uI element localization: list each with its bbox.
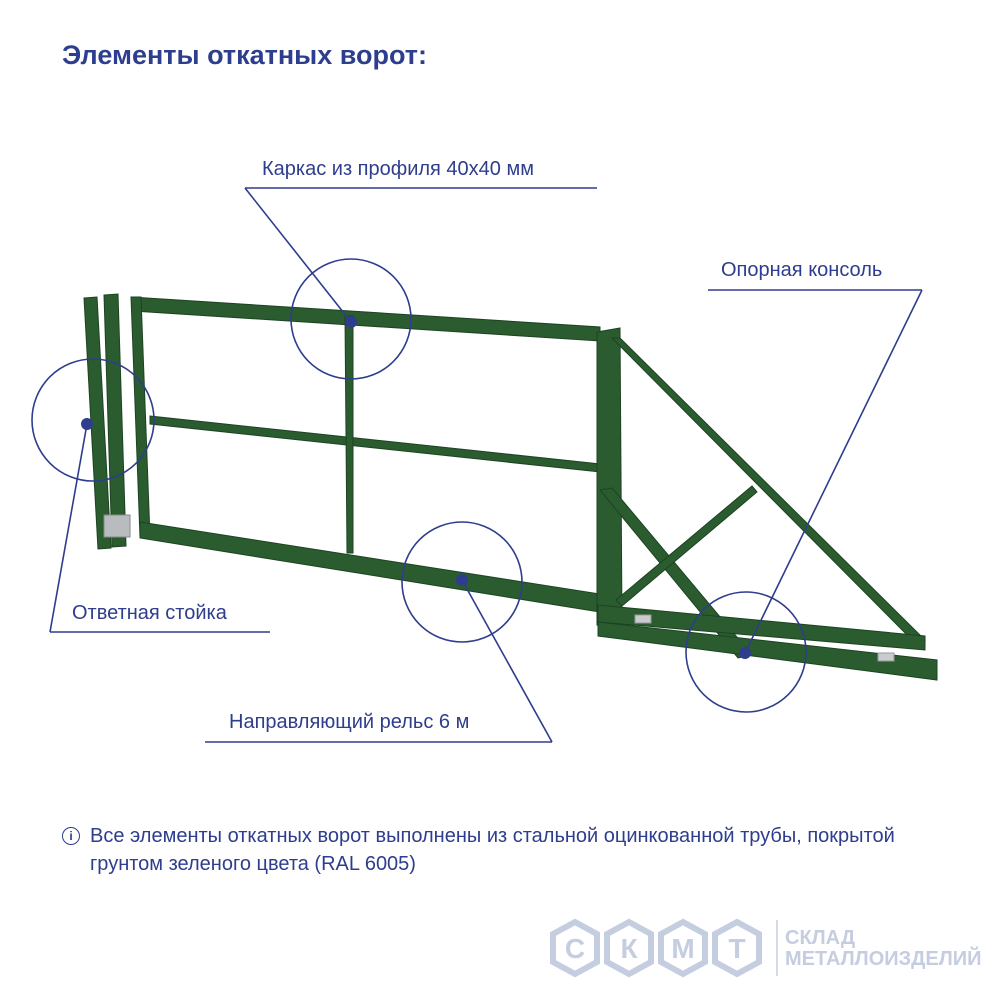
- console-beam: [597, 604, 926, 651]
- console-cross-brace: [615, 485, 758, 607]
- svg-text:С: С: [565, 933, 585, 964]
- logo-line2: МЕТАЛЛОИЗДЕЛИЙ: [785, 948, 982, 970]
- label-counter-post: Ответная стойка: [72, 602, 227, 624]
- svg-text:М: М: [671, 933, 694, 964]
- label-console: Опорная консоль: [721, 259, 883, 281]
- leader-line-rail: [461, 579, 553, 743]
- info-text: Все элементы откатных ворот выполнены из…: [90, 825, 895, 875]
- page-title: Элементы откатных ворот:: [62, 40, 428, 70]
- frame-left-bar: [130, 296, 151, 538]
- counter-post-bar: [83, 296, 112, 550]
- frame-middle-bar: [149, 415, 601, 473]
- callout-circle-post: [31, 358, 155, 482]
- leader-line-frame: [244, 187, 352, 323]
- guide-rail: [597, 621, 938, 681]
- info-note: i Все элементы откатных ворот выполнены …: [62, 822, 950, 878]
- callout-dot-frame: [345, 316, 357, 328]
- frame-top-bar: [130, 296, 601, 342]
- frame-vertical-bar: [344, 315, 354, 554]
- label-frame: Каркас из профиля 40х40 мм: [262, 158, 534, 180]
- label-rail: Направляющий рельс 6 м: [229, 711, 470, 733]
- callout-dot-post: [81, 418, 93, 430]
- callout-dot-console: [739, 647, 751, 659]
- console-diagonal: [610, 337, 926, 644]
- svg-text:К: К: [620, 933, 638, 964]
- callouts: [31, 187, 923, 743]
- callout-circle-rail: [401, 521, 523, 643]
- counter-post-bar: [103, 293, 127, 548]
- roller-bracket: [634, 614, 652, 624]
- callout-circle-frame: [290, 258, 412, 380]
- callout-circle-console: [685, 591, 807, 713]
- callout-dot-rail: [456, 574, 468, 586]
- frame-right-post: [596, 327, 623, 626]
- catcher-bracket: [103, 514, 131, 538]
- logo-line1: СКЛАД: [785, 927, 856, 949]
- info-icon: i: [62, 827, 80, 845]
- roller-bracket: [877, 652, 895, 662]
- leader-line-console: [744, 289, 923, 654]
- svg-text:Т: Т: [728, 933, 745, 964]
- leader-line-post: [49, 423, 88, 633]
- frame-bottom-bar: [139, 521, 601, 613]
- gate-frame: [83, 293, 938, 681]
- logo-text: СКЛАД МЕТАЛЛОИЗДЕЛИЙ: [785, 928, 982, 970]
